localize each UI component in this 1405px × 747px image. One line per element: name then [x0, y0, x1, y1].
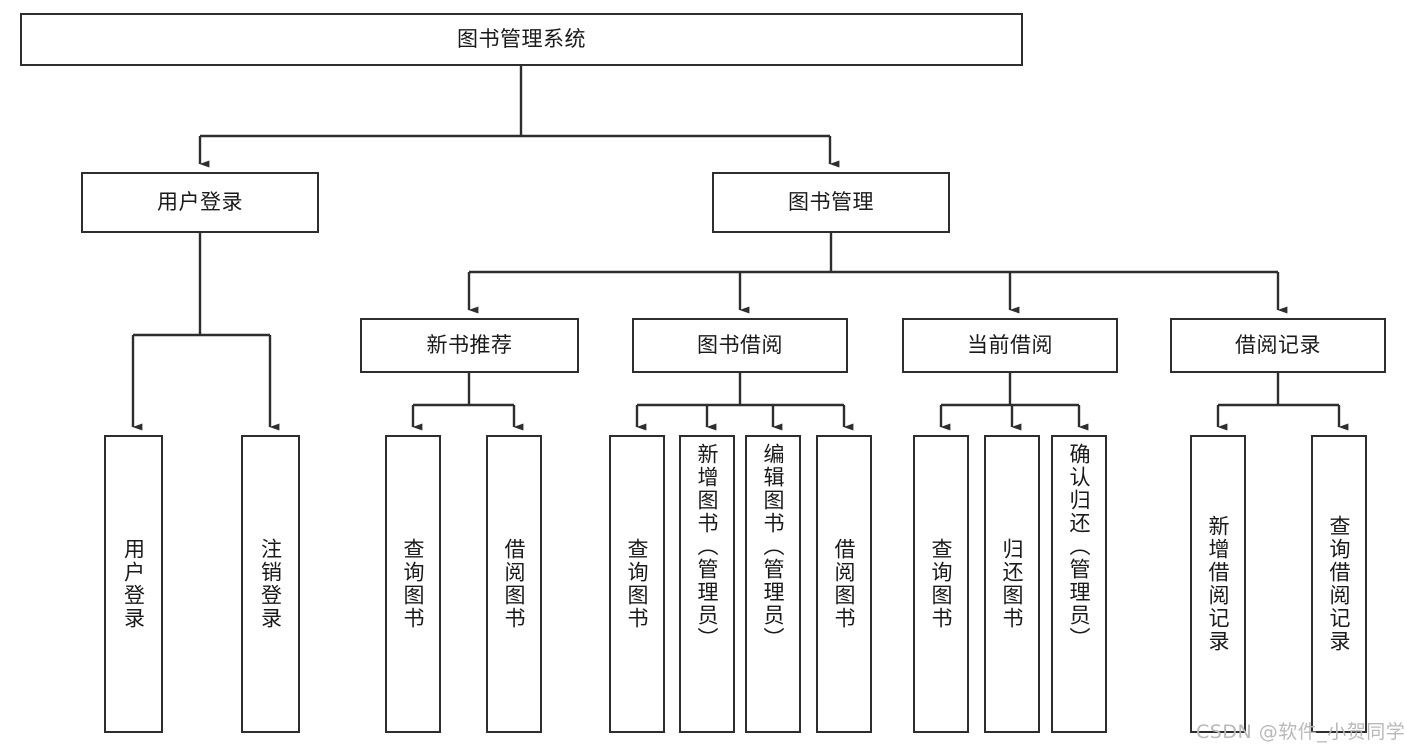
node-leaf-query-borrow-record[interactable]: 查询借阅记录: [1311, 435, 1367, 733]
node-root-label: 图书管理系统: [457, 26, 586, 51]
node-leaf-borrow-book-1[interactable]: 借阅图书: [486, 435, 542, 733]
node-leaf-borrow-book-2[interactable]: 借阅图书: [816, 435, 872, 733]
node-current-borrow-label: 当前借阅: [967, 332, 1053, 357]
node-book-manage[interactable]: 图书管理: [712, 172, 950, 233]
node-leaf-query-borrow-record-label: 查询借阅记录: [1327, 515, 1351, 653]
node-leaf-borrow-book-2-label: 借阅图书: [832, 538, 856, 630]
node-book-borrow-label: 图书借阅: [697, 332, 783, 357]
node-leaf-query-book-2[interactable]: 查询图书: [609, 435, 665, 733]
node-book-borrow[interactable]: 图书借阅: [632, 318, 848, 373]
node-leaf-query-book-1-label: 查询图书: [401, 538, 425, 630]
node-leaf-add-borrow-record-label: 新增借阅记录: [1206, 515, 1230, 653]
watermark-text: CSDN @软件_小贺同学: [1196, 721, 1405, 743]
node-leaf-logout-login[interactable]: 注销登录: [241, 435, 300, 733]
node-leaf-query-book-3[interactable]: 查询图书: [913, 435, 969, 733]
node-leaf-borrow-book-1-label: 借阅图书: [502, 538, 526, 630]
node-leaf-confirm-return-admin-label: 确认归还（管理员）: [1067, 443, 1091, 650]
node-user-login[interactable]: 用户登录: [81, 172, 319, 233]
node-new-book-recommend[interactable]: 新书推荐: [360, 318, 579, 373]
node-leaf-return-book[interactable]: 归还图书: [984, 435, 1040, 733]
node-book-manage-label: 图书管理: [788, 189, 874, 214]
node-leaf-user-login[interactable]: 用户登录: [104, 435, 163, 733]
node-leaf-query-book-3-label: 查询图书: [929, 538, 953, 630]
node-leaf-edit-book-admin[interactable]: 编辑图书（管理员）: [745, 435, 801, 733]
node-leaf-user-login-label: 用户登录: [121, 538, 146, 630]
node-new-book-recommend-label: 新书推荐: [426, 332, 513, 357]
node-leaf-add-borrow-record[interactable]: 新增借阅记录: [1190, 435, 1246, 733]
node-borrow-record[interactable]: 借阅记录: [1170, 318, 1386, 373]
node-borrow-record-label: 借阅记录: [1235, 332, 1321, 357]
node-leaf-query-book-1[interactable]: 查询图书: [385, 435, 441, 733]
node-user-login-label: 用户登录: [157, 189, 243, 214]
node-leaf-add-book-admin-label: 新增图书（管理员）: [695, 443, 719, 650]
node-leaf-query-book-2-label: 查询图书: [625, 538, 649, 630]
node-leaf-confirm-return-admin[interactable]: 确认归还（管理员）: [1051, 435, 1107, 733]
node-current-borrow[interactable]: 当前借阅: [902, 318, 1118, 373]
node-root-system[interactable]: 图书管理系统: [20, 13, 1023, 66]
node-leaf-logout-login-label: 注销登录: [258, 538, 283, 630]
node-leaf-edit-book-admin-label: 编辑图书（管理员）: [761, 443, 785, 650]
node-leaf-return-book-label: 归还图书: [1000, 538, 1024, 630]
node-leaf-add-book-admin[interactable]: 新增图书（管理员）: [679, 435, 735, 733]
